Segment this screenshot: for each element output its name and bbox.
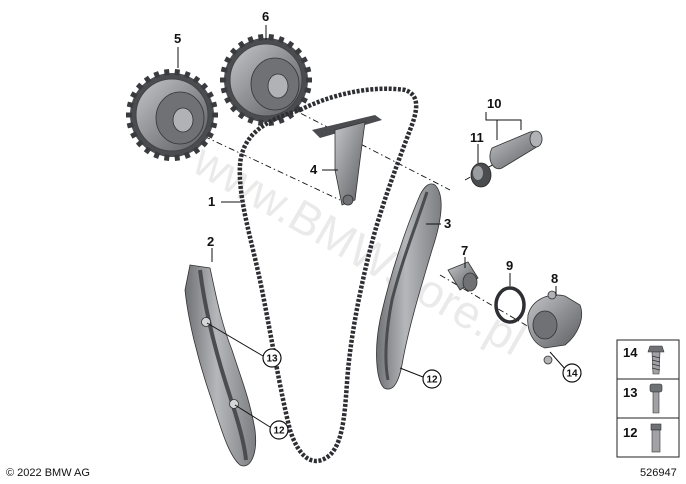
- chain-guide-4: [312, 115, 382, 206]
- callout-7: 7: [461, 243, 468, 258]
- diagram-number: 526947: [640, 467, 677, 479]
- callout-5: 5: [174, 31, 181, 46]
- callout-8: 8: [551, 271, 558, 286]
- copyright: © 2022 BMW AG: [6, 467, 90, 479]
- circled-callout-14: 14: [562, 363, 582, 383]
- seal-ring-11: [470, 162, 492, 188]
- tensioner-body-8: [527, 290, 582, 365]
- legend-label-12: 12: [623, 425, 637, 440]
- pin-12-icon: [650, 423, 662, 453]
- chain-tensioner-10: [489, 130, 543, 170]
- circled-callouts: 13 12 12 14: [262, 348, 582, 440]
- timing-chain: [237, 86, 419, 464]
- callout-11: 11: [470, 130, 484, 145]
- bolt-13-icon: [649, 383, 663, 414]
- svg-text:14: 14: [566, 369, 578, 380]
- screw-plug-7: [447, 261, 479, 292]
- fastener-legend: 14 13 12: [616, 339, 680, 458]
- camshaft-sprocket-5: [126, 69, 218, 161]
- circled-callout-13: 13: [262, 348, 282, 368]
- screw-14-icon: [647, 345, 665, 375]
- svg-text:12: 12: [273, 426, 285, 437]
- tensioner-rail-3: [376, 183, 442, 390]
- circled-callout-12-left: 12: [269, 420, 289, 440]
- legend-label-13: 13: [623, 385, 637, 400]
- svg-text:13: 13: [266, 354, 278, 365]
- circled-callout-12-right: 12: [422, 369, 442, 389]
- guide-rail-2: [184, 264, 257, 467]
- o-ring-9: [494, 286, 526, 324]
- callout-3: 3: [444, 216, 451, 231]
- svg-text:12: 12: [426, 375, 438, 386]
- callout-6: 6: [262, 9, 269, 24]
- callout-1: 1: [208, 194, 215, 209]
- callout-9: 9: [506, 258, 513, 273]
- leader-lines: [177, 25, 567, 428]
- callout-2: 2: [207, 234, 214, 249]
- callout-4: 4: [310, 162, 318, 177]
- legend-label-14: 14: [623, 345, 638, 360]
- part-callouts: 5 6 1 2 3 4 7 8 9 10 11: [174, 9, 558, 286]
- camshaft-sprocket-6: [220, 34, 312, 126]
- callout-10: 10: [487, 96, 501, 111]
